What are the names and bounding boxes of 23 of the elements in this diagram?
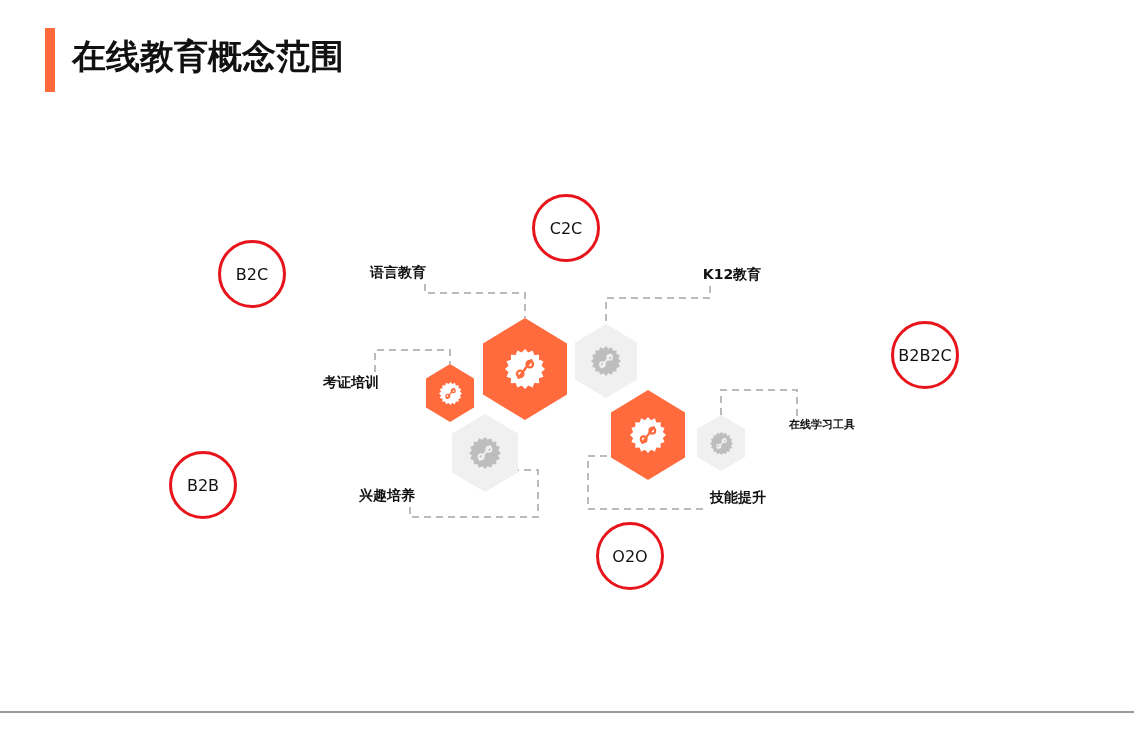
business-model-circle: B2B xyxy=(169,451,237,519)
leader-line xyxy=(409,469,539,518)
hexagon xyxy=(611,390,685,480)
hexagon xyxy=(426,364,474,422)
business-model-circle: B2B2C xyxy=(891,321,959,389)
category-label: 技能提升 xyxy=(703,487,773,509)
category-label: 在线学习工具 xyxy=(786,416,858,432)
hexagon xyxy=(697,415,745,471)
business-model-circle: B2C xyxy=(218,240,286,308)
title: 在线教育概念范围 xyxy=(72,35,344,78)
category-label: 兴趣培养 xyxy=(352,485,422,507)
category-label: 语言教育 xyxy=(362,262,434,284)
category-label: 考证培训 xyxy=(316,372,386,394)
hexagon xyxy=(575,324,637,398)
business-model-circle: O2O xyxy=(596,522,664,590)
leader-line xyxy=(587,455,704,510)
business-model-circle: C2C xyxy=(532,194,600,262)
leader-line xyxy=(424,283,526,319)
leader-line xyxy=(720,389,798,417)
hexagon xyxy=(452,414,518,492)
hexagon xyxy=(483,318,567,420)
leader-line xyxy=(374,349,451,373)
category-label: K12教育 xyxy=(699,264,765,286)
